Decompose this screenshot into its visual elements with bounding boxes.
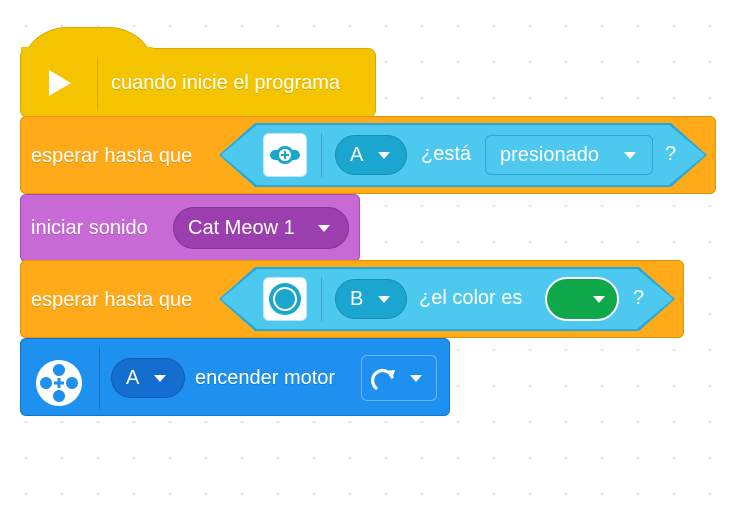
chevron-down-icon — [410, 375, 422, 382]
chevron-down-icon — [378, 296, 390, 303]
chevron-down-icon — [593, 296, 605, 303]
port-label: A — [350, 144, 364, 166]
dome-joint — [21, 47, 153, 51]
block-divider — [97, 57, 98, 111]
color-sensor-icon — [263, 277, 307, 321]
state-label: presionado — [500, 144, 599, 166]
port-label: B — [350, 288, 364, 310]
hex-divider — [321, 133, 322, 177]
sound-name: Cat Meow 1 — [188, 217, 295, 239]
question-mark: ? — [665, 143, 677, 165]
start-program-block[interactable]: cuando inicie el programa — [20, 48, 376, 118]
port-dropdown-b[interactable]: B — [335, 279, 407, 319]
play-icon — [47, 68, 73, 103]
state-dropdown[interactable]: presionado — [485, 135, 653, 175]
chevron-down-icon — [378, 152, 390, 159]
motor-icon — [35, 359, 83, 412]
start-motor-block[interactable]: A encender motor — [20, 338, 450, 416]
color-dropdown[interactable] — [545, 277, 619, 321]
clockwise-arrow-icon — [368, 364, 398, 399]
chevron-down-icon — [318, 225, 330, 232]
button-pressed-condition[interactable]: A ¿está presionado ? — [221, 125, 705, 185]
port-label: A — [126, 367, 140, 389]
connector-text: ¿está — [421, 143, 472, 165]
wait-label: esperar hasta que — [31, 289, 193, 311]
sound-block-label: iniciar sonido — [31, 217, 148, 239]
chevron-down-icon — [154, 375, 166, 382]
motor-port-dropdown[interactable]: A — [111, 358, 185, 398]
block-divider — [99, 347, 100, 409]
color-condition[interactable]: B ¿el color es ? — [221, 269, 673, 329]
start-sound-block[interactable]: iniciar sonido Cat Meow 1 — [20, 194, 360, 262]
force-sensor-icon — [263, 133, 307, 177]
wait-label: esperar hasta que — [31, 145, 193, 167]
chevron-down-icon — [624, 152, 636, 159]
direction-dropdown[interactable] — [361, 355, 437, 401]
hex-divider — [321, 277, 322, 321]
question-mark: ? — [633, 287, 645, 309]
motor-block-label: encender motor — [195, 367, 336, 389]
start-block-label: cuando inicie el programa — [111, 72, 341, 94]
port-dropdown-a[interactable]: A — [335, 135, 407, 175]
wait-until-color-block[interactable]: esperar hasta que B ¿el color es ? — [20, 260, 684, 338]
wait-until-button-block[interactable]: esperar hasta que A ¿está presionado ? — [20, 116, 716, 194]
connector-text: ¿el color es — [419, 287, 523, 309]
sound-dropdown[interactable]: Cat Meow 1 — [173, 207, 349, 249]
